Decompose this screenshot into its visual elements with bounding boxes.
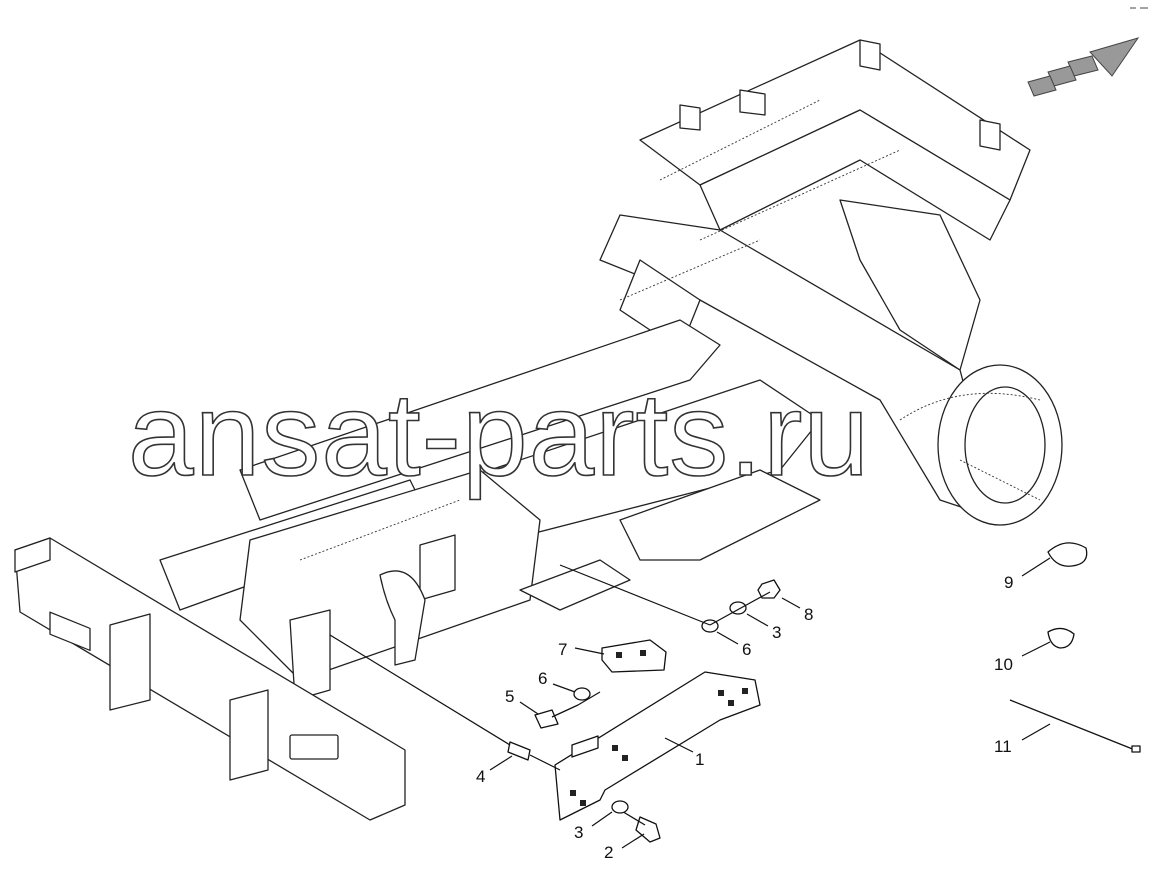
- watermark-text: ansat-parts.ru: [128, 369, 870, 501]
- callout-3-upper: 3: [772, 623, 781, 642]
- callout-6-lower: 6: [538, 669, 547, 688]
- callout-8: 8: [804, 605, 813, 624]
- chassis-frame: [14, 39, 1063, 821]
- part-3-washer-upper: [729, 601, 747, 615]
- callout-6-upper: 6: [742, 640, 751, 659]
- part-5-bolt: [534, 704, 579, 729]
- callout-9: 9: [1004, 573, 1013, 592]
- part-10-clip: [1047, 627, 1075, 649]
- part-8-nut: [757, 579, 781, 599]
- part-7-clamp-plate: [601, 639, 667, 673]
- callout-1: 1: [695, 750, 704, 769]
- part-3-washer-lower: [611, 800, 629, 814]
- part-9-clip: [1047, 542, 1088, 567]
- callout-7: 7: [558, 640, 567, 659]
- callout-5: 5: [505, 687, 514, 706]
- part-6-washer-lower: [573, 687, 591, 701]
- callout-3-lower: 3: [574, 823, 583, 842]
- callout-10: 10: [994, 655, 1013, 674]
- direction-arrow-icon: [1027, 37, 1140, 97]
- part-11-cable-tie: [1009, 699, 1141, 753]
- assembly-lines: [329, 564, 771, 771]
- part-1-bracket-plate: [554, 671, 761, 821]
- callout-4: 4: [476, 767, 485, 786]
- part-4-pin: [507, 741, 531, 761]
- callouts: 1 2 3 3 4 5 6 6 7 8 9 10 11: [476, 557, 1051, 862]
- callout-11: 11: [994, 737, 1012, 756]
- callout-2: 2: [604, 843, 613, 862]
